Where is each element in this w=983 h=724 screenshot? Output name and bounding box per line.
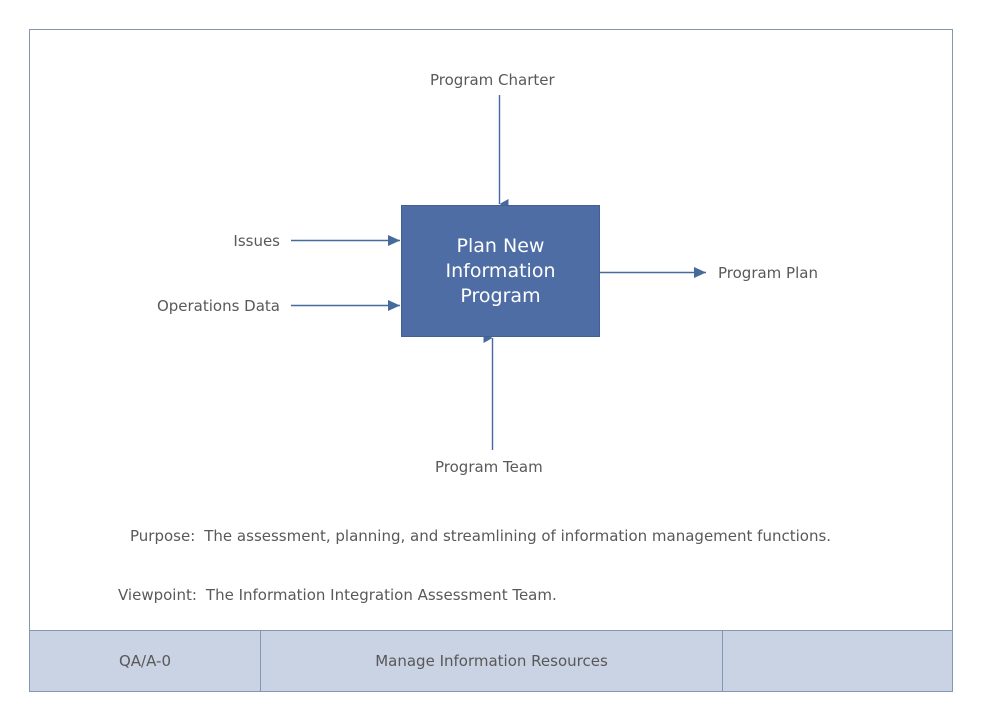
flow-label-issues: Issues bbox=[233, 232, 280, 250]
diagram-frame bbox=[29, 29, 953, 692]
viewpoint-line: Viewpoint: The Information Integration As… bbox=[118, 586, 557, 604]
purpose-label: Purpose: bbox=[130, 527, 196, 545]
footer-title-cell: Manage Information Resources bbox=[261, 631, 723, 691]
footer-number-cell bbox=[723, 631, 952, 691]
activity-box-label: Plan New Information Program bbox=[445, 234, 556, 307]
purpose-line: Purpose: The assessment, planning, and st… bbox=[130, 527, 831, 545]
flow-label-program-charter: Program Charter bbox=[430, 71, 555, 89]
diagram-title-block: QA/A-0 Manage Information Resources bbox=[29, 630, 953, 692]
activity-box[interactable]: Plan New Information Program bbox=[401, 205, 600, 337]
footer-node-cell: QA/A-0 bbox=[30, 631, 261, 691]
viewpoint-value: The Information Integration Assessment T… bbox=[205, 586, 557, 604]
flow-label-program-team: Program Team bbox=[435, 458, 543, 476]
flow-label-program-plan: Program Plan bbox=[718, 264, 818, 282]
flow-label-operations-data: Operations Data bbox=[156, 297, 280, 315]
viewpoint-label: Viewpoint: bbox=[118, 586, 197, 604]
purpose-value: The assessment, planning, and streamlini… bbox=[204, 527, 832, 545]
